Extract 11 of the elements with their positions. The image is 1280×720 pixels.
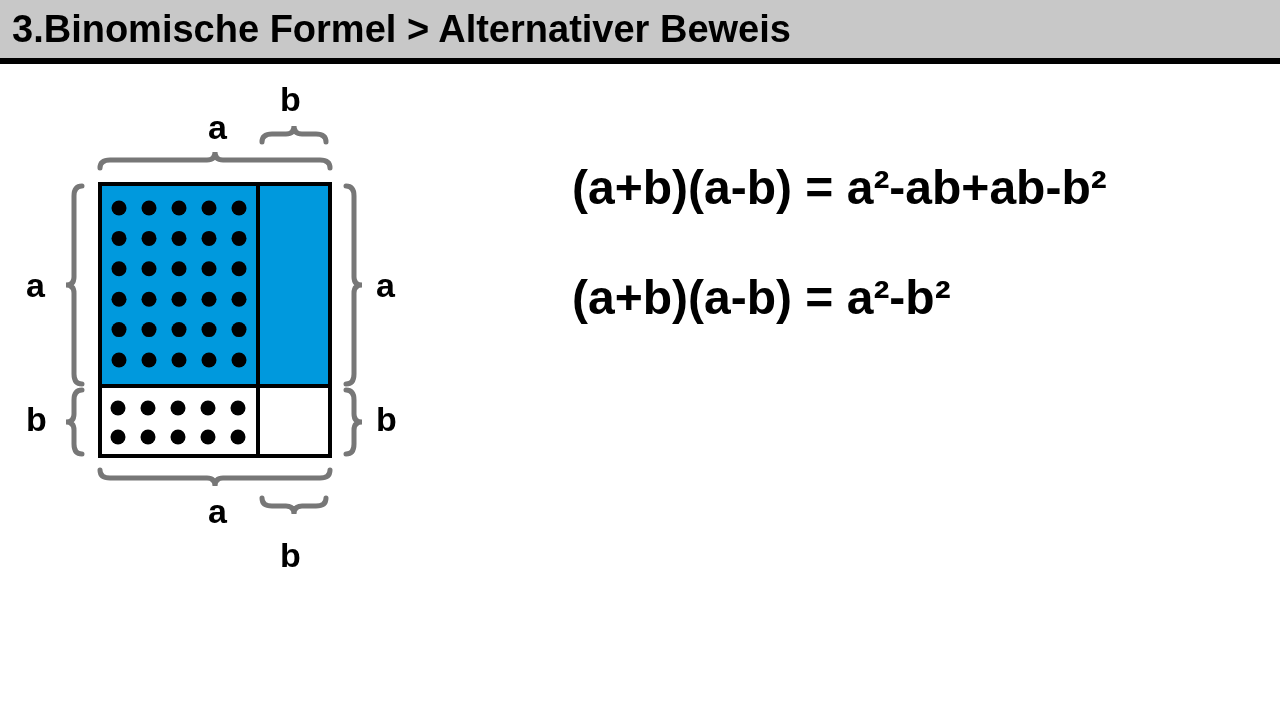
dimension-label: a (208, 494, 227, 528)
dimension-label: a (26, 268, 45, 302)
dimension-label: a (376, 268, 395, 302)
dimension-label: b (280, 538, 301, 572)
dimension-label: a (208, 110, 227, 144)
dimension-label: b (280, 82, 301, 116)
dimension-label: b (26, 402, 47, 436)
formula: (a+b)(a-b) = a²-ab+ab-b² (572, 164, 1107, 212)
dimension-label: b (376, 402, 397, 436)
title: 3.Binomische Formel > Alternativer Beweis (12, 8, 791, 51)
formula: (a+b)(a-b) = a²-b² (572, 274, 951, 322)
